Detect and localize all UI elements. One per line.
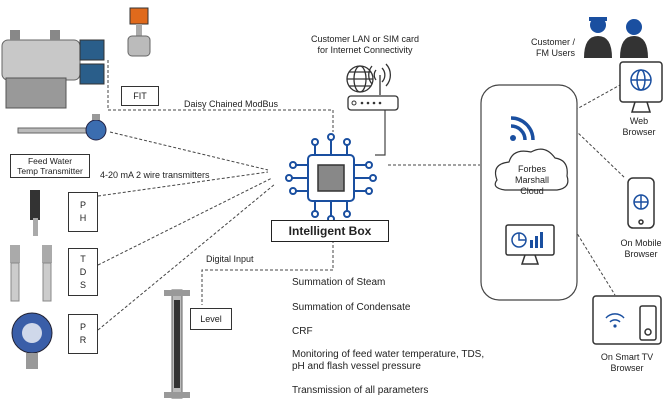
tv-line2: Browser (610, 363, 644, 373)
ph-letter-1: P (79, 200, 86, 210)
cloud-line1: Forbes (517, 164, 546, 174)
flash-vessel-equipment-image (1, 30, 105, 109)
feature-monitoring-1: Monitoring of feed water temperature, TD… (292, 349, 485, 360)
digital-input-label: Digital Input (206, 254, 254, 264)
flow-transmitter-image (127, 7, 151, 57)
modbus-connector (107, 60, 334, 132)
cloud-icon (494, 148, 569, 191)
web-line2: Browser (622, 127, 656, 137)
cloud-label: Forbes Marshall Cloud (500, 164, 564, 197)
tds-letter-2: D (79, 266, 87, 277)
feature-monitoring-2: pH and flash vessel pressure (292, 361, 421, 372)
router-icon (347, 95, 399, 111)
pr-letter-1: P (79, 322, 86, 332)
intelligent-box-label: Intelligent Box (271, 220, 389, 242)
pressure-transmitter-image (11, 312, 53, 369)
web-browser-icon (619, 61, 663, 113)
temperature-transmitter-image (17, 114, 107, 141)
mobile-browser-label: On Mobile Browser (616, 238, 666, 260)
customer-line1: Customer / (530, 37, 575, 47)
customer-line2: FM Users (536, 48, 575, 58)
level-label-box: Level (190, 308, 232, 330)
mobile-phone-icon (627, 177, 655, 229)
feed-water-temp-line2: Temp Transmitter (17, 166, 83, 176)
intelligent-box-title: Intelligent Box (288, 224, 372, 238)
mobile-line2: Browser (624, 249, 658, 259)
tds-letter-3: S (79, 279, 86, 290)
ph-label-box: P H (68, 192, 98, 232)
feed-water-temp-line1: Feed Water (27, 156, 73, 166)
tv-line1: On Smart TV (600, 352, 654, 362)
feed-water-temp-box: Feed Water Temp Transmitter (10, 154, 90, 178)
feature-steam: Summation of Steam (292, 277, 386, 288)
modbus-label: Daisy Chained ModBus (184, 99, 279, 109)
web-line1: Web (629, 116, 649, 126)
mobile-line1: On Mobile (620, 238, 662, 248)
tv-browser-label: On Smart TV Browser (592, 352, 662, 374)
ph-letter-2: H (79, 213, 87, 223)
cloud-line2: Marshall (514, 175, 549, 185)
cloud-line3: Cloud (520, 186, 544, 196)
fit-label: FIT (133, 91, 147, 101)
tds-label-box: T D S (68, 248, 98, 296)
pr-letter-2: R (79, 335, 87, 345)
users-icon (584, 17, 648, 58)
wifi-icon (510, 116, 535, 141)
dashboard-monitor-icon (505, 224, 555, 265)
lan-line2: for Internet Connectivity (317, 45, 413, 55)
lan-line1: Customer LAN or SIM card (310, 34, 420, 44)
transmitters-label: 4-20 mA 2 wire transmitters (100, 170, 210, 180)
feature-condensate: Summation of Condensate (292, 302, 411, 313)
chip-icon (285, 133, 377, 223)
wifi-signal-icon (368, 63, 392, 87)
fit-label-box: FIT (121, 86, 159, 106)
customer-users-label: Customer / FM Users (523, 37, 575, 59)
web-browser-label: Web Browser (612, 116, 666, 138)
smart-tv-icon (592, 295, 662, 345)
temp-connector (109, 131, 269, 171)
tds-letter-1: T (80, 253, 86, 264)
tds-sensor-image (10, 245, 52, 302)
pr-label-box: P R (68, 314, 98, 354)
lan-label: Customer LAN or SIM card for Internet Co… (305, 34, 425, 56)
feature-crf: CRF (292, 326, 313, 337)
digital-input-connector (201, 240, 334, 305)
level-gauge-image (164, 289, 190, 399)
ph-sensor-image (30, 190, 40, 236)
level-label: Level (200, 314, 222, 324)
feature-transmission: Transmission of all parameters (292, 385, 429, 396)
